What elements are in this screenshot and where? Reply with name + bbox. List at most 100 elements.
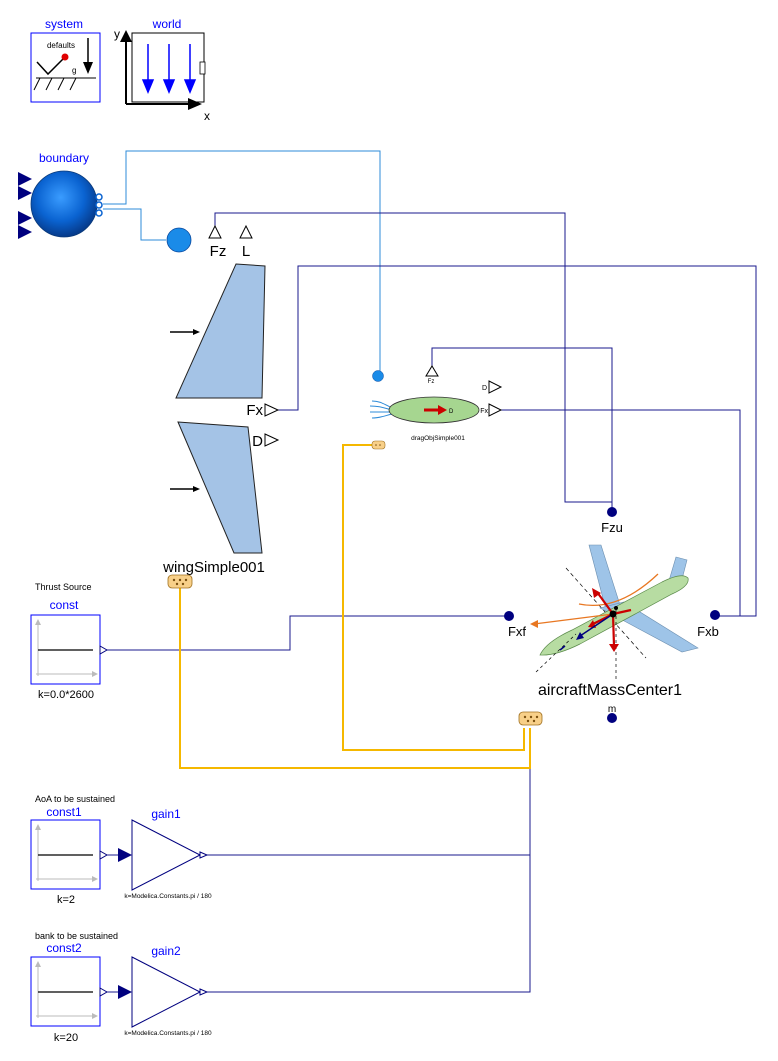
wire-const-fxf[interactable] <box>107 615 509 651</box>
const-comment: Thrust Source <box>35 582 92 592</box>
gain2-triangle <box>131 956 202 1028</box>
const1-block[interactable]: AoA to be sustained const1 k=2 <box>30 794 115 906</box>
gain1-input-port[interactable] <box>118 848 132 862</box>
gravity-field-arrows <box>141 44 197 94</box>
aircraft-frame-port[interactable] <box>518 711 543 726</box>
drag-port-fz[interactable] <box>425 365 439 377</box>
gain1-block[interactable]: gain1 k=Modelica.Constants.pi / 180 <box>107 807 212 900</box>
boundary-block[interactable]: boundary <box>18 151 192 253</box>
drag-port-fx[interactable] <box>488 403 503 417</box>
wing-port-l[interactable] <box>239 224 253 239</box>
wire-wing-fz[interactable] <box>214 212 613 512</box>
aircraft-port-fxf[interactable] <box>504 611 514 621</box>
const-thrust-block[interactable]: Thrust Source const k=0.0*2600 <box>30 582 109 701</box>
aircraft-block[interactable]: Fzu Fxf Fxb <box>504 507 720 726</box>
wing-frame-port[interactable] <box>167 574 193 589</box>
pendulum-arm <box>36 57 65 76</box>
wing-block[interactable]: Fz L Fx D wingSimple001 <box>162 224 280 589</box>
gain2-block[interactable]: gain2 k=Modelica.Constants.pi / 180 <box>107 944 212 1037</box>
airplane-icon <box>530 544 699 680</box>
const1-graph-icon <box>35 824 98 882</box>
const1-param: k=2 <box>57 894 75 906</box>
boundary-name: boundary <box>39 151 89 165</box>
pendulum-mass <box>61 53 69 61</box>
aircraft-port-fxf-label: Fxf <box>508 624 526 639</box>
drag-name: dragObjSimple001 <box>411 435 465 442</box>
const1-name: const1 <box>46 805 82 819</box>
boundary-input-ports[interactable] <box>18 172 32 239</box>
wing-port-fx-label: Fx <box>246 402 263 419</box>
gain1-param: k=Modelica.Constants.pi / 180 <box>124 893 212 900</box>
boundary-sphere <box>30 170 98 238</box>
drag-force-arrow-icon <box>424 405 447 415</box>
system-name: system <box>45 17 83 31</box>
const-name: const <box>50 598 79 612</box>
wire-boundary-drag[interactable] <box>103 150 381 374</box>
wing-lower-shape <box>177 421 263 554</box>
world-box <box>131 32 205 103</box>
drag-port-d[interactable] <box>488 380 503 394</box>
wire-drag-frame[interactable] <box>342 444 525 751</box>
boundary-fluid-ports[interactable] <box>95 193 103 217</box>
aircraft-port-fzu[interactable] <box>607 507 617 517</box>
airflow-arrow-lower-icon <box>170 486 200 492</box>
wing-port-fx[interactable] <box>264 403 280 417</box>
drag-object-block[interactable]: D Fz D Fx dragObjSimple001 <box>369 365 503 450</box>
wire-gain1[interactable] <box>207 728 531 856</box>
wing-name: wingSimple001 <box>162 559 265 576</box>
wing-port-fz[interactable] <box>208 224 222 239</box>
const2-name: const2 <box>46 941 82 955</box>
const1-comment: AoA to be sustained <box>35 794 115 804</box>
wire-wing-frame[interactable] <box>179 588 531 769</box>
ground-hatch <box>33 77 77 91</box>
drag-arrow-label: D <box>449 409 454 415</box>
const2-output-port[interactable] <box>99 987 109 997</box>
wing-port-l-label: L <box>242 243 250 260</box>
aircraft-port-fzu-label: Fzu <box>601 520 623 535</box>
boundary-port-node[interactable] <box>166 227 192 253</box>
wire-drag-fz[interactable] <box>431 347 613 512</box>
airflow-arrow-upper-icon <box>170 329 200 335</box>
world-axis-y: y <box>114 27 120 41</box>
drag-frame-port[interactable] <box>371 440 386 450</box>
aircraft-port-m[interactable] <box>607 713 617 723</box>
gain1-name: gain1 <box>151 807 181 821</box>
drag-port-fx-label: Fx <box>480 408 488 415</box>
wing-port-d-label: D <box>252 433 263 450</box>
aircraft-port-m-label: m <box>608 704 616 715</box>
const2-block[interactable]: bank to be sustained const2 k=20 <box>30 931 118 1044</box>
wing-port-d[interactable] <box>264 433 280 447</box>
drag-fluid-port[interactable] <box>372 370 384 382</box>
wire-boundary-wing[interactable] <box>103 208 166 241</box>
aircraft-port-fxb[interactable] <box>710 610 720 620</box>
const2-graph-icon <box>35 961 98 1019</box>
gain2-output-port[interactable] <box>199 988 209 996</box>
gain1-output-port[interactable] <box>199 851 209 859</box>
gain1-triangle <box>131 819 202 891</box>
const-output-port[interactable] <box>99 645 109 655</box>
const2-param: k=20 <box>54 1032 78 1044</box>
gain2-name: gain2 <box>151 944 181 958</box>
system-block[interactable]: system defaults g <box>30 17 101 103</box>
const-graph-icon <box>35 619 98 677</box>
wing-upper-shape <box>175 263 266 399</box>
connection-wires <box>103 150 757 993</box>
x-axis-arrow-icon <box>188 98 202 110</box>
const2-comment: bank to be sustained <box>35 931 118 941</box>
wire-drag-fx[interactable] <box>500 409 741 617</box>
const-param: k=0.0*2600 <box>38 689 94 701</box>
const1-output-port[interactable] <box>99 850 109 860</box>
world-name: world <box>152 17 182 31</box>
gain2-input-port[interactable] <box>118 985 132 999</box>
wire-wing-fx[interactable] <box>278 265 757 617</box>
aircraft-name: aircraftMassCenter1 <box>538 682 682 699</box>
aircraft-port-fxb-label: Fxb <box>697 624 719 639</box>
drag-port-fz-label: Fz <box>428 379 435 385</box>
wire-gain2[interactable] <box>207 855 531 993</box>
drag-port-d-label: D <box>482 385 487 392</box>
gain2-param: k=Modelica.Constants.pi / 180 <box>124 1030 212 1037</box>
world-block[interactable]: world y x <box>114 17 210 123</box>
wing-port-fz-label: Fz <box>210 243 227 260</box>
y-axis-arrow-icon <box>120 30 132 42</box>
